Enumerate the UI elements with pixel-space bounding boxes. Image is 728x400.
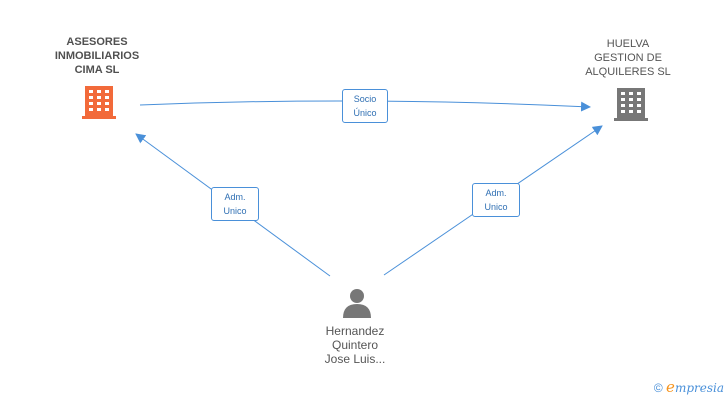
edge-label-adm-left: Adm. Unico <box>211 187 259 221</box>
edge-label-socio-unico: Socio Único <box>342 89 388 123</box>
node-label-line: ALQUILERES SL <box>585 66 671 78</box>
brand-name: mpresia <box>674 381 724 395</box>
building-icon[interactable] <box>614 88 648 121</box>
copyright-symbol: © <box>653 381 663 395</box>
node-label-person[interactable]: Hernandez Quintero Jose Luis... <box>300 324 410 366</box>
building-icon[interactable] <box>82 86 116 119</box>
edge-label-adm-right: Adm. Unico <box>472 183 520 217</box>
node-label-line: Hernandez <box>325 324 385 338</box>
node-label-huelva[interactable]: HUELVA GESTION DE ALQUILERES SL <box>570 37 686 79</box>
node-label-line: INMOBILIARIOS <box>54 50 140 62</box>
empresia-watermark: © empresia <box>654 378 724 396</box>
node-label-line: ASESORES <box>66 36 128 48</box>
edge-label-line: Adm. <box>485 188 507 198</box>
person-icon[interactable] <box>343 289 371 318</box>
node-label-line: CIMA SL <box>74 64 120 76</box>
edge-label-line: Adm. <box>224 192 246 202</box>
node-label-line: Jose Luis... <box>324 352 386 366</box>
edge-label-line: Único <box>353 108 377 118</box>
edge-label-line: Unico <box>223 206 247 216</box>
node-label-line: GESTION DE <box>594 52 662 64</box>
brand-initial: e <box>666 378 675 396</box>
node-label-line: HUELVA <box>606 38 650 50</box>
edge-label-line: Unico <box>484 202 508 212</box>
node-label-asesores[interactable]: ASESORES INMOBILIARIOS CIMA SL <box>40 35 154 77</box>
edge-label-line: Socio <box>353 94 377 104</box>
node-label-line: Quintero <box>331 338 379 352</box>
